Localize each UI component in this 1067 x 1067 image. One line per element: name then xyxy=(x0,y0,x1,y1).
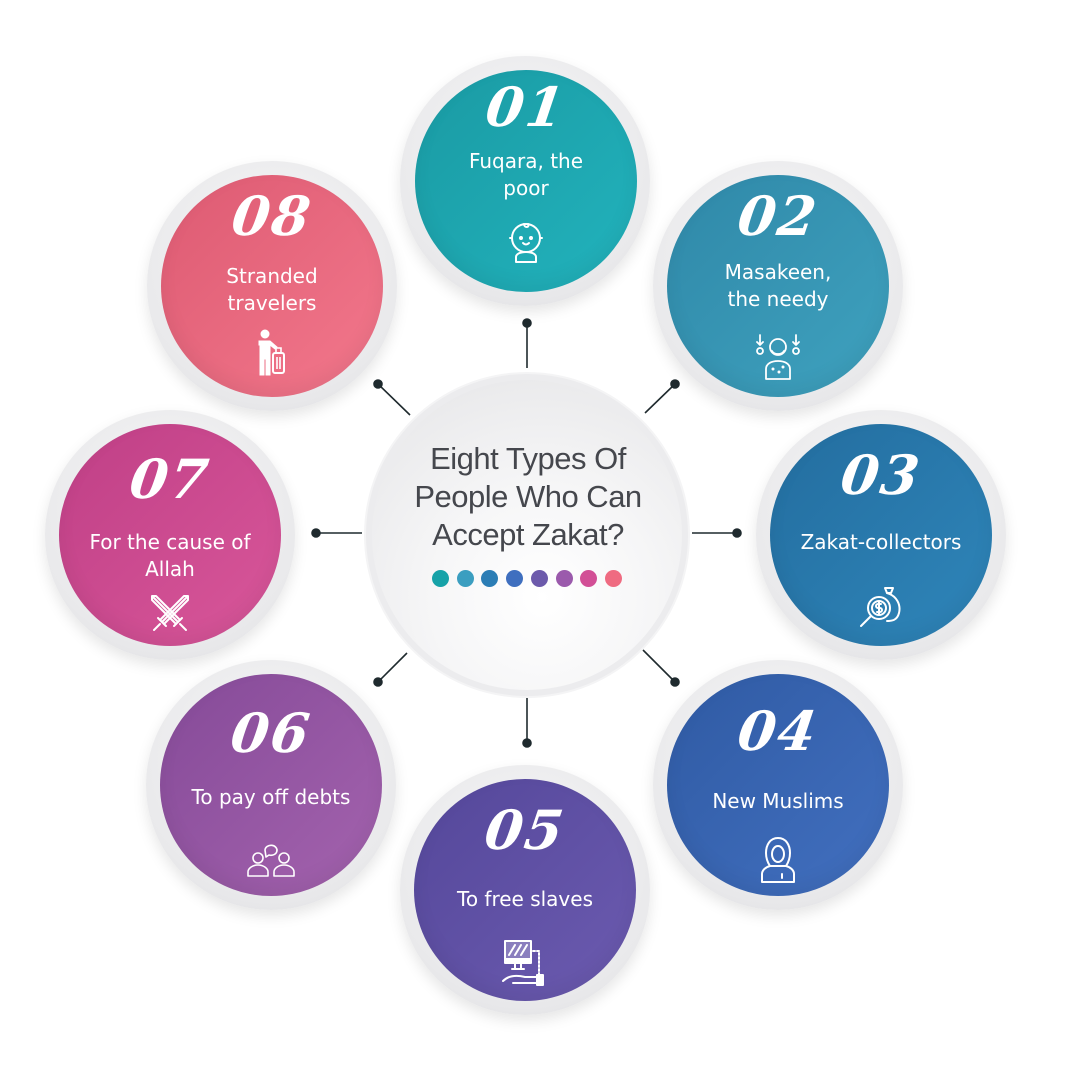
item-number: 07 xyxy=(125,447,215,511)
item-08-stranded-travelers: 08 Stranded travelers xyxy=(161,175,383,397)
baby-face-icon xyxy=(500,216,552,268)
item-label-line: Allah xyxy=(145,557,195,581)
item-label-line: Fuqara, the xyxy=(468,149,584,173)
item-label: To pay off debts xyxy=(168,784,374,811)
palette-dot-6 xyxy=(555,570,573,587)
item-number: 05 xyxy=(480,798,570,862)
item-label: Stranded travelers xyxy=(169,263,375,317)
center-title: Eight Types Of People Who Can Accept Zak… xyxy=(392,440,664,554)
center-title-line-2: People Who Can xyxy=(414,479,642,514)
item-label: New Muslims xyxy=(675,788,881,815)
item-number: 02 xyxy=(733,184,823,248)
item-number: 04 xyxy=(733,699,823,763)
item-number: 03 xyxy=(836,443,926,507)
item-label-line: the needy xyxy=(727,287,829,311)
item-label: To free slaves xyxy=(422,886,628,913)
item-04-new-muslims: 04 New Muslims xyxy=(667,674,889,896)
item-03-zakat-collectors: 03 Zakat-collectors xyxy=(770,424,992,646)
item-02-masakeen: 02 Masakeen, the needy xyxy=(667,175,889,397)
palette-dot-8 xyxy=(604,570,622,587)
item-label-line: To pay off debts xyxy=(191,785,351,809)
item-label-line: poor xyxy=(503,176,549,200)
two-people-talking-icon xyxy=(245,834,297,886)
item-label: Fuqara, the poor xyxy=(423,148,629,202)
item-07-cause-of-allah: 07 For the cause of Allah xyxy=(59,424,281,646)
item-number: 06 xyxy=(226,701,316,765)
money-bag-magnifier-icon xyxy=(855,582,907,634)
item-label-line: For the cause of xyxy=(89,530,251,554)
center-title-line-3: Accept Zakat? xyxy=(432,517,624,552)
item-label-line: travelers xyxy=(227,291,317,315)
item-label-line: To free slaves xyxy=(457,887,593,911)
crossed-swords-icon xyxy=(144,588,196,640)
item-label-line: Zakat-collectors xyxy=(800,530,962,554)
traveler-luggage-icon xyxy=(246,327,298,379)
item-05-free-slaves: 05 To free slaves xyxy=(414,779,636,1001)
palette-dot-5 xyxy=(530,570,548,587)
item-label-line: New Muslims xyxy=(712,789,844,813)
item-label-line: Masakeen, xyxy=(724,260,832,284)
palette-dot-4 xyxy=(506,570,524,587)
item-06-pay-off-debts: 06 To pay off debts xyxy=(160,674,382,896)
item-number: 01 xyxy=(481,75,571,139)
item-label-line: Stranded xyxy=(226,264,318,288)
palette-dot-1 xyxy=(432,570,449,587)
hijab-woman-icon xyxy=(752,834,804,886)
item-label: Zakat-collectors xyxy=(778,529,984,556)
needy-person-icon xyxy=(752,331,804,383)
center-hub xyxy=(372,380,682,690)
item-label: Masakeen, the needy xyxy=(675,259,881,313)
palette-dot-7 xyxy=(580,570,598,587)
item-number: 08 xyxy=(227,184,317,248)
palette-dot-2 xyxy=(456,570,474,587)
center-title-line-1: Eight Types Of xyxy=(430,441,626,476)
item-01-fuqara: 01 Fuqara, the poor xyxy=(415,70,637,292)
item-label: For the cause of Allah xyxy=(67,529,273,583)
computer-hand-icon xyxy=(499,937,551,989)
palette-dot-3 xyxy=(481,570,499,587)
palette-dots xyxy=(432,570,622,588)
